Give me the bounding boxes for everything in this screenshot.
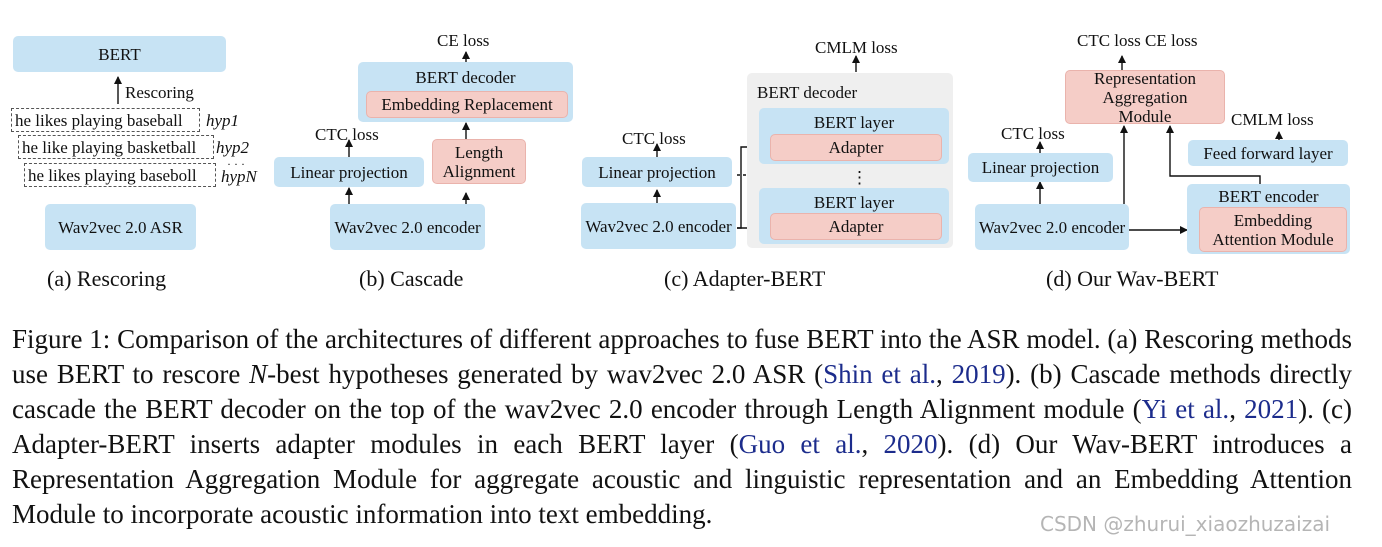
figure-caption: Figure 1: Comparison of the architecture… [12,322,1352,532]
hypothesis-1-label: hyp1 [206,111,240,130]
citation-link-guo-year[interactable]: 2020 [883,429,938,459]
hypothesis-2: he like playing basketball [18,135,214,159]
caption-text-1: Figure 1: Comparison of the architecture… [12,324,1352,389]
caption-sep-3: , [861,429,884,459]
adapter-box-2: Adapter [770,213,942,240]
bert-layer-label-1: BERT layer [813,113,895,132]
subfigure-caption-b: (b) Cascade [359,266,464,291]
subfigure-caption-a: (a) Rescoring [47,266,167,291]
cmlm-loss-label: CMLM loss [1231,110,1314,129]
subfigure-caption-d: (d) Our Wav-BERT [1046,266,1219,291]
rescoring-label: Rescoring [125,83,194,102]
encoder-box: Wav2vec 2.0 encoder [975,204,1129,250]
asr-box: Wav2vec 2.0 ASR [45,204,196,250]
linear-projection-box: Linear projection [582,157,732,187]
linear-projection-box: Linear projection [968,153,1113,182]
citation-link-guo-name[interactable]: Guo et al. [738,429,862,459]
feed-forward-box: Feed forward layer [1188,140,1348,166]
bert-encoder-label: BERT encoder [1218,187,1319,206]
ctc-loss-label: CTC loss [315,125,379,144]
caption-text-5: ). (d) Our Wav-BERT introduces a Represe… [12,429,1352,529]
caption-text-3: ). (b) Cascade methods directly cascade … [12,359,1353,424]
representation-aggregation-box: Representation Aggregation Module [1065,69,1225,126]
hypothesis-n-label: hypN [221,167,257,186]
bert-decoder-label: BERT decoder [757,83,858,102]
citation-link-shin-name[interactable]: Shin et al. [823,359,936,389]
caption-sep-2: , [1229,394,1245,424]
vertical-ellipsis: ⋮ [851,168,868,187]
watermark: CSDN @zhurui_xiaozhuzaizai [1040,512,1331,536]
caption-sep-1: , [935,359,952,389]
citation-link-yi-year[interactable]: 2021 [1244,394,1299,424]
ctc-ce-loss-label: CTC loss CE loss [1077,31,1198,50]
bert-decoder-label: BERT decoder [415,68,516,87]
hypothesis-ellipsis: · · · [227,157,245,171]
hypothesis-1: he likes playing baseball [11,108,200,132]
length-alignment-box: Length Alignment [432,139,526,184]
ctc-loss-label: CTC loss [622,129,686,148]
adapter-box-1: Adapter [770,134,942,161]
encoder-box: Wav2vec 2.0 encoder [581,203,736,249]
caption-n-symbol: N [249,359,268,389]
citation-link-shin-year[interactable]: 2019 [951,359,1006,389]
embedding-replacement-box: Embedding Replacement [366,91,568,118]
ce-loss-label: CE loss [437,31,490,50]
linear-projection-box: Linear projection [274,157,424,187]
bert-layer-label-2: BERT layer [813,193,895,212]
caption-text-4: ). (c) Adapter-BERT inserts adapter modu… [12,394,1353,459]
hypothesis-2-label: hyp2 [216,138,250,157]
citation-link-yi-name[interactable]: Yi et al. [1141,394,1230,424]
caption-text-2: -best hypotheses generated by wav2vec 2.… [267,359,824,389]
bert-box: BERT [13,36,226,72]
embedding-attention-box: Embedding Attention Module [1199,207,1347,252]
subfigure-caption-c: (c) Adapter-BERT [664,266,826,291]
cmlm-loss-label: CMLM loss [815,38,898,57]
hypothesis-n: he likes playing baseboll [24,163,216,187]
ctc-loss-label: CTC loss [1001,124,1065,143]
encoder-box: Wav2vec 2.0 encoder [330,204,485,250]
